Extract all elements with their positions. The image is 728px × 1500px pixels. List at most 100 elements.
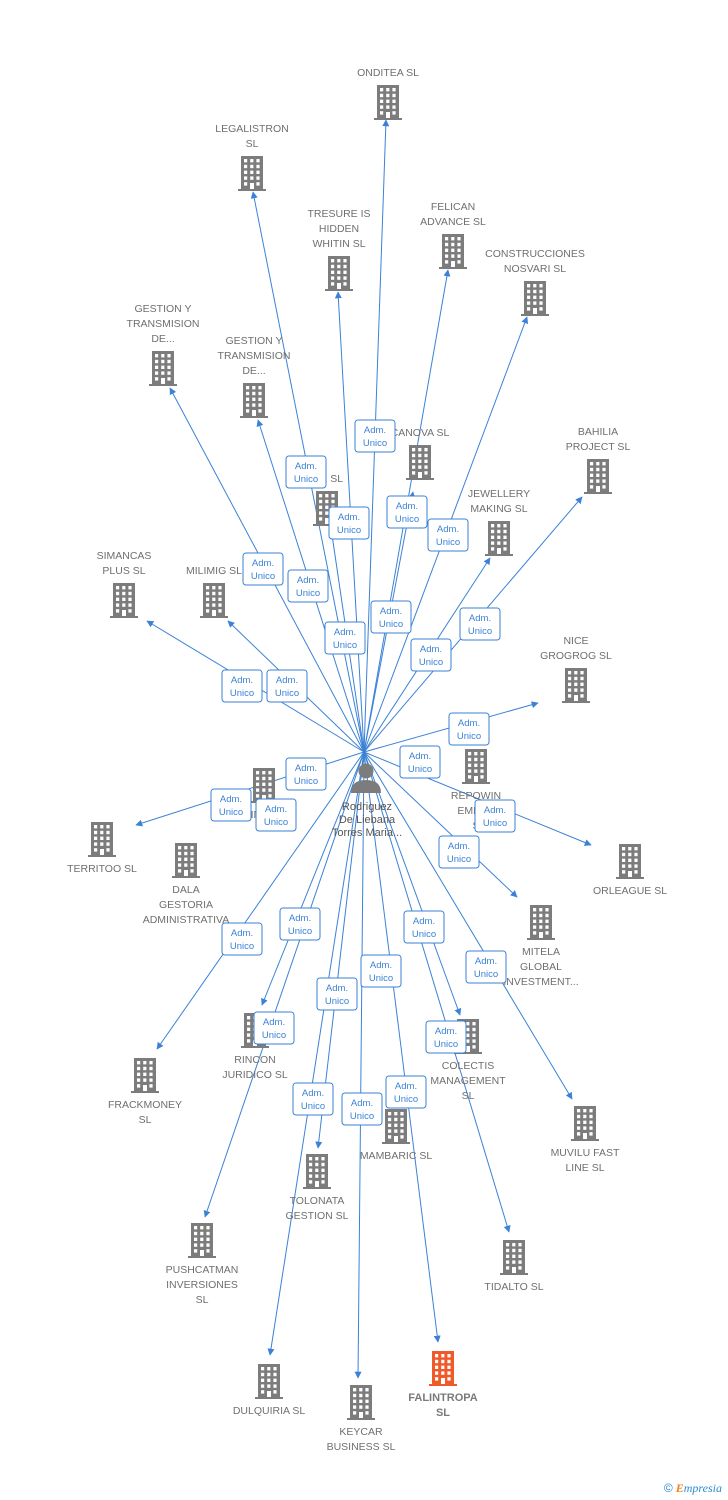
role-badge-text: Unico [395,514,419,525]
company-node-falintropa[interactable]: FALINTROPA SL [408,1351,478,1419]
copyright-brand[interactable]: © Empresia [664,1481,722,1496]
role-badge[interactable]: Adm.Unico [385,1075,427,1109]
company-name-line: NOSVARI SL [504,263,566,275]
role-badge-text: Adm. [437,524,459,535]
role-badge-text: Unico [275,688,299,699]
role-badge[interactable]: Adm.Unico [324,621,366,655]
role-badge-text: Unico [483,818,507,829]
role-badge[interactable]: Adm.Unico [287,569,329,603]
company-name-line: FALINTROPA [408,1392,478,1404]
building-icon [584,459,612,494]
role-badge[interactable]: Adm.Unico [410,638,452,672]
company-name-line: JURIDICO SL [222,1069,288,1081]
role-badge[interactable]: Adm.Unico [285,757,327,791]
role-badge-text: Unico [230,941,254,952]
relation-edge [354,751,365,1379]
role-badge[interactable]: Adm.Unico [354,419,396,453]
person-icon [351,763,381,793]
company-name-line: SL [436,1407,450,1419]
building-icon [616,844,644,879]
role-badge[interactable]: Adm.Unico [253,1011,295,1045]
brand-initial: E [675,1481,684,1495]
company-name-line: LINE SL [565,1162,604,1174]
role-badge[interactable]: Adm. Unico [403,910,445,944]
role-badge[interactable]: Adm.Unico [386,495,428,529]
role-badge[interactable]: Adm.Unico [474,799,516,833]
company-name-line: PROJECT SL [566,441,631,453]
company-node-orleague[interactable]: ORLEAGUE SL [593,844,667,897]
role-badge-text: Adm. [231,675,253,686]
company-name-line: DALA [172,884,199,896]
role-badge[interactable]: Adm.Unico [255,798,297,832]
relation-edge [261,751,365,1006]
role-badge[interactable]: Adm. Unico [221,922,263,956]
role-badge[interactable]: Adm.Unico [399,745,441,779]
role-badge[interactable]: Adm.Unico [438,835,480,869]
building-icon [325,256,353,291]
company-node-tidalto[interactable]: TIDALTO SL [484,1240,544,1293]
role-badge-text: Unico [333,640,357,651]
company-node-onditea[interactable]: ONDITEA SL [357,67,419,120]
role-badge-text: Unico [436,537,460,548]
role-badge[interactable]: Adm.Unico [425,1020,467,1054]
person-name-line: Rodriguez [342,801,392,813]
role-badge[interactable]: Adm.Unico [448,712,490,746]
role-badge[interactable]: Adm.Unico [465,950,507,984]
role-badge-text: Adm. [231,928,253,939]
company-node-gestion1[interactable]: GESTION YTRANSMISIONDE... [127,303,200,386]
company-node-milimig[interactable]: MILIMIG SL [186,565,242,618]
relation-edge [267,751,365,1356]
role-badge[interactable]: Adm.Unico [210,788,252,822]
building-icon [238,156,266,191]
role-badge[interactable]: Adm.Unico [370,600,412,634]
role-badge[interactable]: Adm.Unico [292,1082,334,1116]
company-name-line: DE... [242,365,265,377]
role-badge[interactable]: Adm.Unico [285,455,327,489]
company-name-line: WHITIN SL [312,238,365,250]
role-badge-text: Unico [412,929,436,940]
role-badge[interactable]: Adm.Unico [341,1092,383,1126]
company-name-line: NICE [563,635,588,647]
company-node-territoo[interactable]: TERRITOO SL [67,822,137,875]
company-node-dulquiria[interactable]: DULQUIRIA SL [233,1364,306,1417]
company-node-gestion2[interactable]: GESTION YTRANSMISIONDE... [218,335,291,418]
role-badge[interactable]: Adm.Unico [328,506,370,540]
relation-edge [156,751,365,1050]
building-icon [255,1364,283,1399]
role-badge[interactable]: Adm.Unico [242,552,284,586]
role-badge-text: Adm. [413,916,435,927]
company-node-mambaric[interactable]: MAMBARIC SL [360,1109,433,1162]
role-badge[interactable]: Adm.Unico [360,954,402,988]
company-name-line: RINCON [234,1054,275,1066]
role-badge[interactable]: Adm.Unico [279,907,321,941]
role-badge[interactable]: Adm.Unico [459,607,501,641]
role-badge-text: Adm. [364,425,386,436]
company-name-line: MAMBARIC SL [360,1150,433,1162]
role-badge[interactable]: Adm.Unico [221,669,263,703]
company-name-line: ORLEAGUE SL [593,885,667,897]
relation-edge [363,751,518,898]
company-node-mitela[interactable]: MITELAGLOBALINVESTMENT... [503,905,579,988]
relation-edge [203,751,365,1218]
role-badge[interactable]: Adm.Unico [266,669,308,703]
company-name-line: HIDDEN [319,223,359,235]
company-node-canova[interactable]: CANOVA SL [391,427,450,480]
role-badge[interactable]: Adm.Unico [316,977,358,1011]
role-badge[interactable]: Adm. Unico [427,518,469,552]
brand-name: mpresia [683,1481,722,1495]
